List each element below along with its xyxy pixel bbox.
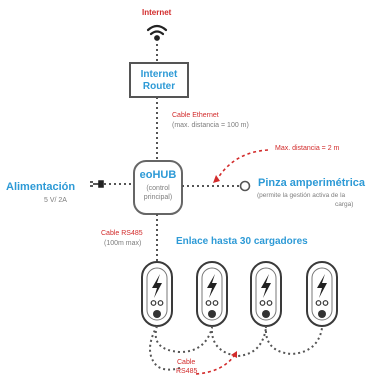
charger-icon [250,261,282,327]
chargers-title: Enlace hasta 30 cargadores [176,236,308,247]
hub-subtitle-line2: principal) [143,194,173,201]
power-subtitle: 5 V/ 2A [44,197,67,204]
charger-icon [141,261,173,327]
router-box [129,62,189,98]
wifi-icon [146,24,168,41]
clamp-title: Pinza amperimétrica [258,177,365,189]
max-distance-arrow [213,149,269,183]
rs485-top-title: Cable RS485 [101,230,143,237]
rs485-bottom-arrow [195,351,237,375]
bolt-icon [261,274,271,298]
rs485-bottom-line2: RS485 [176,368,198,375]
rs485-bottom-line1: Cable [177,359,196,366]
hub-subtitle-line1: (control [146,185,170,192]
socket-icon [208,310,216,318]
clamp-subtitle-line1: (permite la gestión activa de la [257,192,346,199]
rs485-top-subtitle: (100m max) [104,240,142,247]
power-title: Alimentación [6,181,76,193]
ethernet-subtitle: (max. distancia = 100 m) [172,122,249,129]
charger-chain [149,325,323,371]
ethernet-label: Cable Ethernet [172,112,219,119]
router-label-line1: Internet [140,69,178,80]
internet-label: Internet [142,8,172,17]
socket-icon [318,310,326,318]
bolt-icon [317,274,327,298]
charger-icon [196,261,228,327]
bolt-icon [152,274,162,298]
socket-icon [262,310,270,318]
bolt-icon [207,274,217,298]
router-label-line2: Router [142,81,176,92]
max-distance-label: Max. distancia = 2 m [275,145,340,152]
hub-title: eoHUB [139,169,177,181]
plug-icon [90,180,104,188]
socket-icon [153,310,161,318]
clamp-icon [239,180,251,192]
clamp-subtitle-line2: carga) [335,201,354,208]
charger-icon [306,261,338,327]
